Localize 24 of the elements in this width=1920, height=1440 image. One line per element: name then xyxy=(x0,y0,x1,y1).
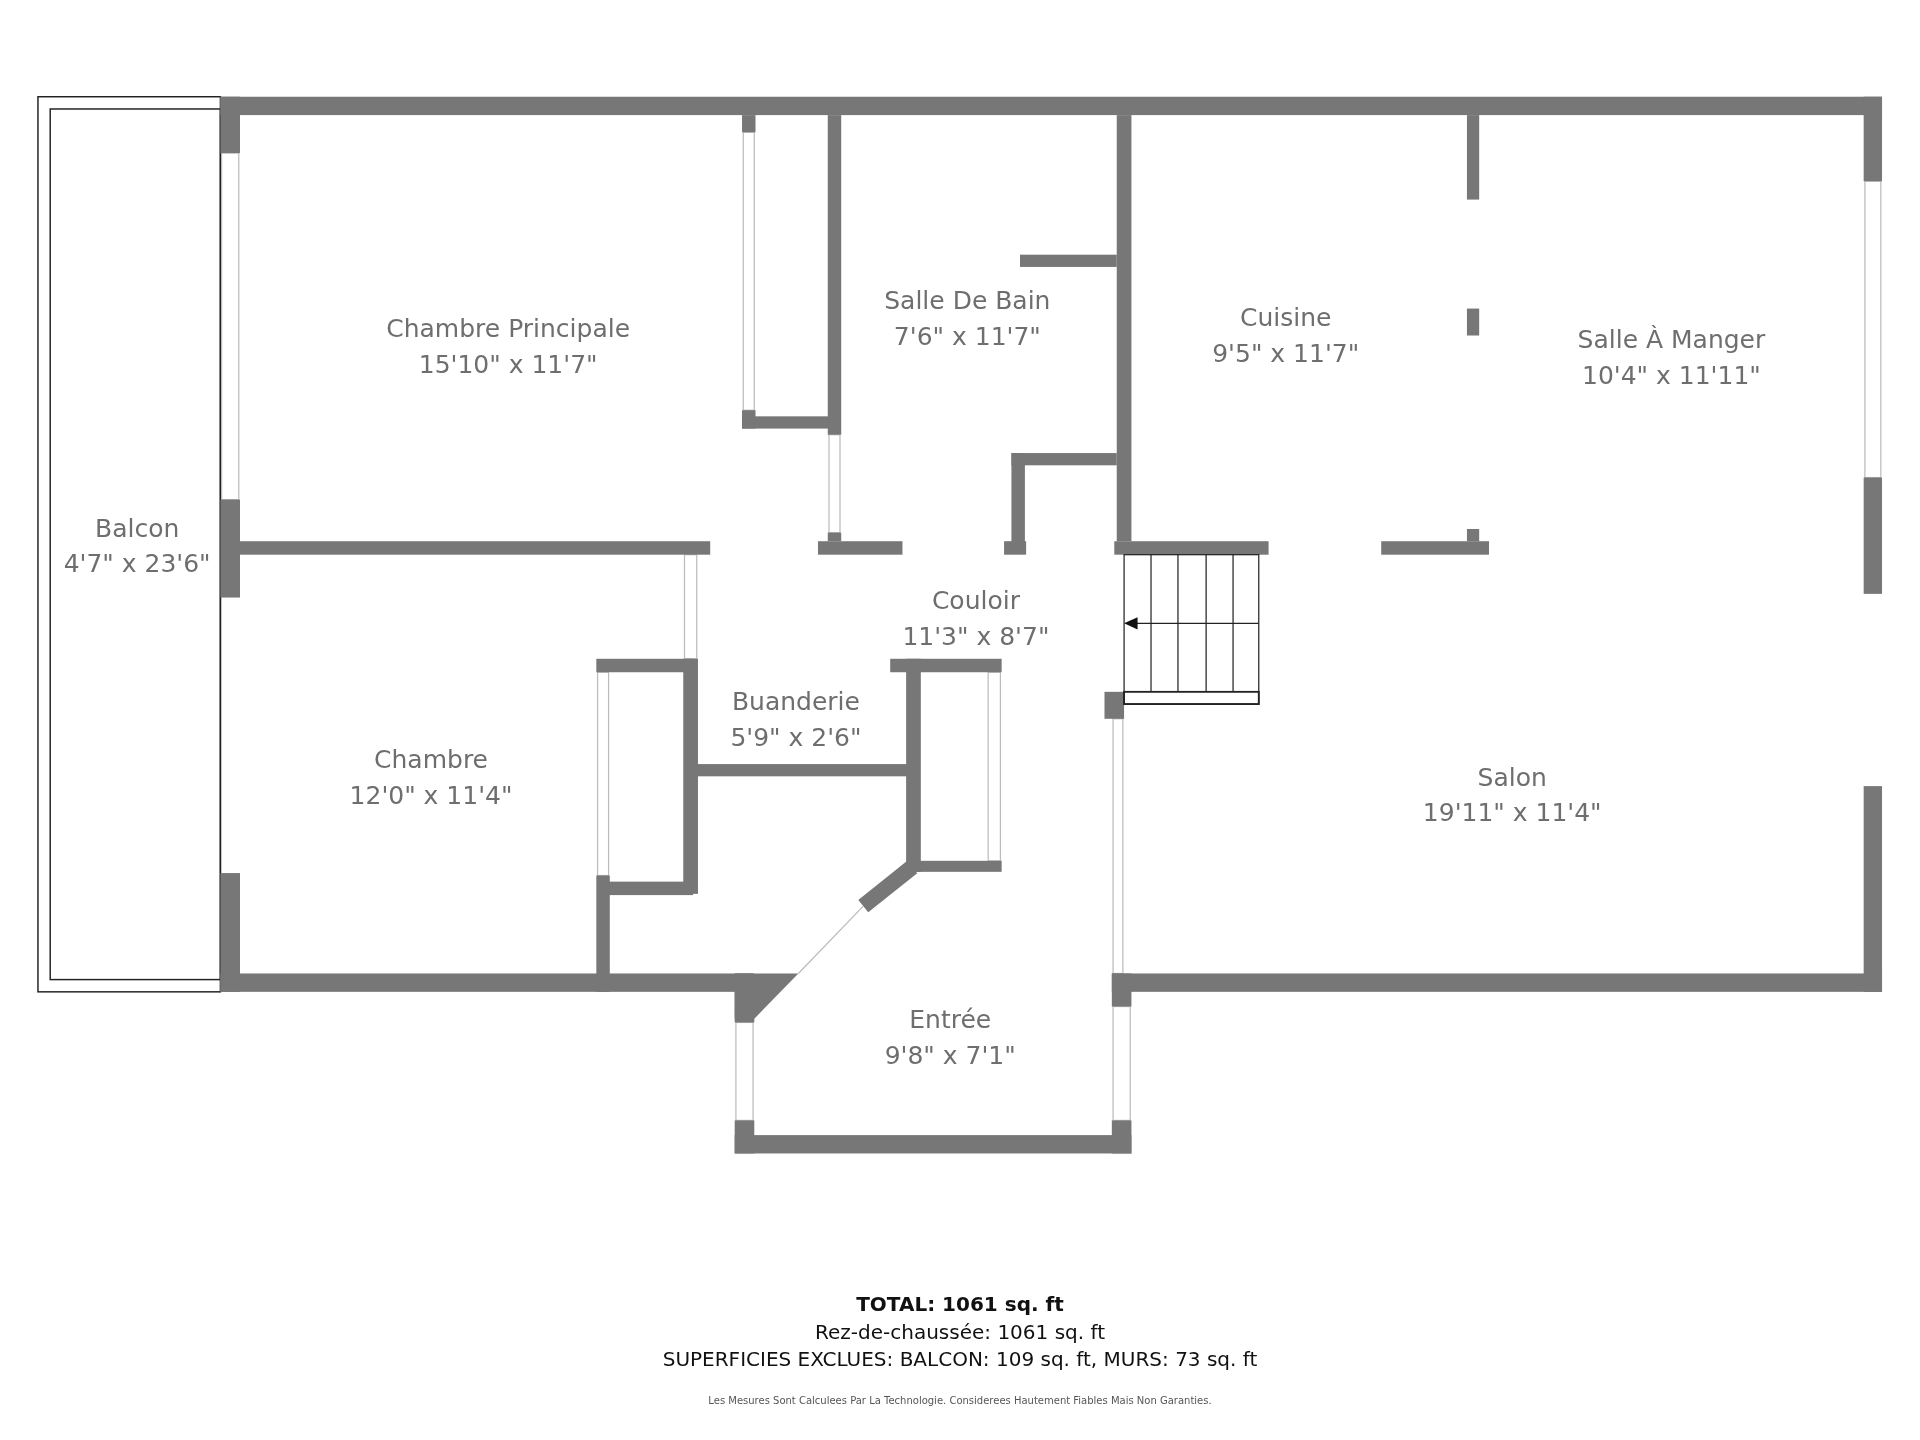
floor-area: Rez-de-chaussée: 1061 sq. ft xyxy=(815,1321,1105,1344)
room-name: Salle À Manger xyxy=(1577,326,1766,355)
excluded-areas: SUPERFICIES EXCLUES: BALCON: 109 sq. ft, MURS: 73 sq. ft xyxy=(662,1348,1258,1371)
room-dimensions: 15'10" x 11'7" xyxy=(418,351,598,379)
room-name: Chambre Principale xyxy=(386,315,631,344)
room-name: Chambre xyxy=(374,746,488,775)
room-dimensions: 9'8" x 7'1" xyxy=(884,1041,1016,1070)
footnote: Les Mesures Sont Calculees Par La Technologie. Considerees Hautement Fiables Mais Non Garanties. xyxy=(708,1394,1212,1406)
room-name: Entrée xyxy=(909,1006,992,1034)
room-dimensions: 19'11" x 11'4" xyxy=(1422,799,1602,827)
room-name: Cuisine xyxy=(1240,304,1332,333)
room-name: Salle De Bain xyxy=(884,287,1051,315)
room-dimensions: 11'3" x 8'7" xyxy=(902,623,1050,651)
room-dimensions: 5'9" x 2'6" xyxy=(730,724,862,753)
room-name: Salon xyxy=(1477,763,1547,792)
room-name: Couloir xyxy=(931,587,1020,615)
room-dimensions: 10'4" x 11'11" xyxy=(1582,362,1761,390)
room-dimensions: 9'5" x 11'7" xyxy=(1212,340,1360,368)
room-dimensions: 4'7" x 23'6" xyxy=(63,550,211,579)
area-total: TOTAL: 1061 sq. ft xyxy=(856,1293,1064,1316)
room-dimensions: 7'6" x 11'7" xyxy=(893,323,1041,351)
room-name: Buanderie xyxy=(731,687,860,716)
room-dimensions: 12'0" x 11'4" xyxy=(349,782,513,810)
room-name: Balcon xyxy=(95,515,180,543)
